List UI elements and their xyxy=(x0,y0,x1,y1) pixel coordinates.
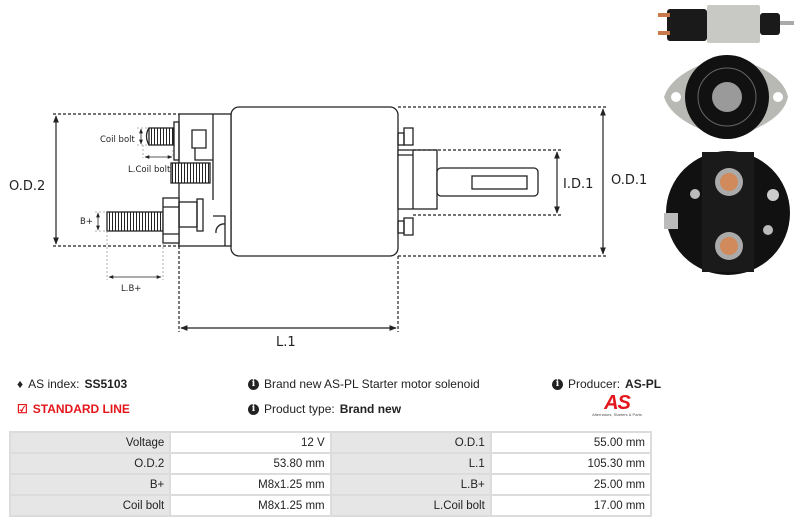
product-photo-front xyxy=(664,55,788,139)
l-b-plus-label: L.B+ xyxy=(121,284,141,294)
product-type: i Product type: Brand new xyxy=(248,402,401,416)
info-icon: i xyxy=(552,378,563,390)
dimension-guides xyxy=(53,106,607,332)
standard-line-badge: ☑ STANDARD LINE xyxy=(17,402,130,416)
coil-bolt-label: Coil bolt xyxy=(100,135,136,145)
od1-label: O.D.1 xyxy=(611,173,647,188)
dimension-arrows xyxy=(53,108,606,331)
as-index-value: SS5103 xyxy=(84,377,128,391)
tag-icon: ♦ xyxy=(17,377,24,391)
id1-label: I.D.1 xyxy=(563,177,593,192)
l1-label: L.1 xyxy=(276,335,296,350)
as-pl-logo: AS Alternators, Starters & Parts xyxy=(592,392,642,417)
description: i Brand new AS-PL Starter motor solenoid xyxy=(248,377,480,391)
product-photo-side xyxy=(658,5,794,43)
info-icon: i xyxy=(248,403,259,415)
solenoid-outline xyxy=(106,106,539,257)
od2-label: O.D.2 xyxy=(9,179,45,194)
info-icon: i xyxy=(248,378,259,390)
b-plus-label: B+ xyxy=(80,217,93,227)
product-type-value: Brand new xyxy=(339,402,402,416)
producer: i Producer: AS-PL xyxy=(552,377,661,391)
checkbox-icon: ☑ xyxy=(17,402,28,416)
product-photo-terminals xyxy=(664,151,790,275)
l-coil-bolt-label: L.Coil bolt xyxy=(128,165,171,175)
producer-value: AS-PL xyxy=(625,377,662,391)
table-row: B+M8x1.25 mm L.B+25.00 mm xyxy=(8,473,653,496)
as-index: ♦ AS index: SS5103 xyxy=(17,377,128,391)
technical-drawing: O.D.2 O.D.1 I.D.1 L.1 Coil bolt L.Coil b… xyxy=(9,5,794,350)
